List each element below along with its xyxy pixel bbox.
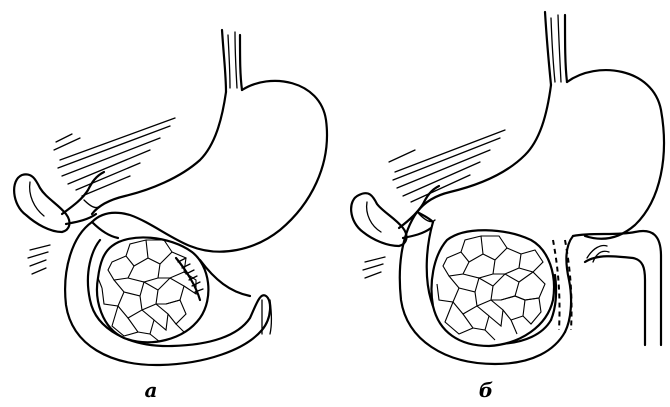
tumor (97, 237, 208, 342)
panel-b: б (335, 0, 670, 407)
jejunal-loop (573, 231, 661, 345)
stomach-duodenum-illustration-b (335, 0, 670, 380)
liver-lobe (14, 174, 69, 232)
liver-lobe (351, 193, 406, 246)
panel-label-b: б (466, 378, 506, 402)
esophagus (545, 12, 567, 85)
esophagus (222, 30, 242, 92)
panel-a: a (0, 0, 335, 407)
panel-label-a: a (131, 378, 171, 402)
tumor (432, 230, 554, 346)
stomach-duodenum-illustration-a (0, 0, 335, 380)
stomach (417, 70, 664, 239)
stomach (92, 81, 327, 252)
